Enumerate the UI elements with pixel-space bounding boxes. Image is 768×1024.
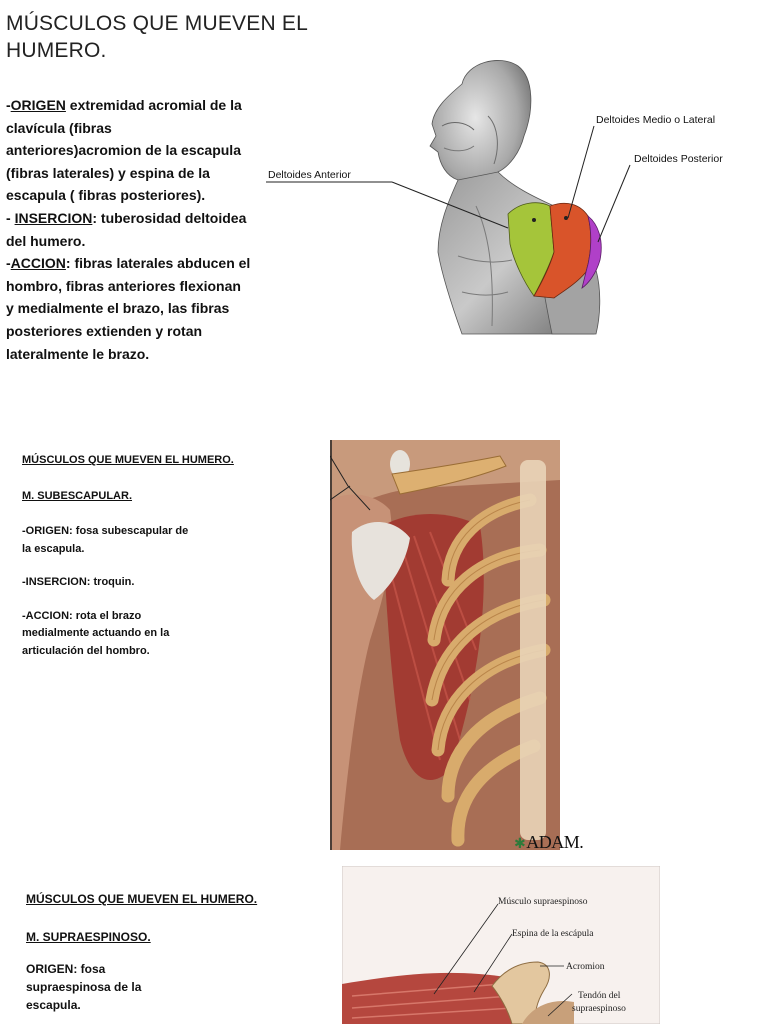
- subescapular-illustration: [330, 440, 560, 850]
- label-musculo-supraespinoso: Músculo supraespinoso: [498, 897, 588, 907]
- origen-text: extremidad acromial de la clavícula (fib…: [6, 97, 242, 204]
- head-shape: [429, 60, 532, 205]
- insercion-paragraph: - INSERCION: tuberosidad deltoidea del h…: [6, 209, 247, 249]
- label-acromion: Acromion: [566, 962, 605, 972]
- deltoid-posterior-shape: [581, 214, 602, 289]
- label-tendon-line1: Tendón del: [578, 991, 621, 1001]
- origen-paragraph: -ORIGEN extremidad acromial de la clavíc…: [6, 97, 242, 204]
- accion-text: : fibras laterales abducen el hombro, fi…: [6, 255, 251, 362]
- deltoid-description: -ORIGEN extremidad acromial de la clavíc…: [6, 94, 251, 365]
- insercion-text: : tuberosidad deltoidea del humero.: [6, 209, 247, 249]
- section2-heading: MÚSCULOS QUE MUEVEN EL HUMERO.: [22, 454, 234, 466]
- tendon-shape: [351, 521, 410, 600]
- origen-keyword: ORIGEN: [10, 97, 66, 113]
- accion-paragraph: -ACCION: fibras laterales abducen el hom…: [6, 255, 251, 362]
- label-deltoides-posterior: Deltoides Posterior: [634, 153, 723, 165]
- label-deltoides-medio: Deltoides Medio o Lateral: [596, 114, 715, 126]
- subescapular-origen: -ORIGEN: fosa subescapular de la escapul…: [22, 525, 189, 555]
- supraespinoso-origen: ORIGEN: fosa supraespinosa de la escapul…: [26, 962, 142, 1012]
- acromion-shape: [491, 961, 550, 1024]
- insercion-keyword: INSERCION: [14, 209, 93, 226]
- deltoid-illustration: Deltoides Anterior Deltoides Medio o Lat…: [266, 60, 723, 335]
- subescapular-description: MÚSCULOS QUE MUEVEN EL HUMERO. M. SUBESC…: [22, 452, 272, 660]
- supraespinoso-title: M. SUPRAESPINOSO.: [26, 930, 151, 944]
- label-deltoides-anterior: Deltoides Anterior: [268, 169, 351, 181]
- accion-keyword: ACCION: [10, 255, 66, 272]
- subescapular-insercion: -INSERCION: troquin.: [22, 576, 135, 588]
- subescapular-title: M. SUBESCAPULAR.: [22, 489, 133, 502]
- supraespinoso-description: MÚSCULOS QUE MUEVEN EL HUMERO. M. SUPRAE…: [26, 890, 306, 1014]
- supraespinoso-illustration: Músculo supraespinoso Espina de la escáp…: [342, 866, 660, 1024]
- adam-logo: ✱ADAM.: [514, 832, 584, 852]
- label-espina-escapula: Espina de la escápula: [512, 929, 594, 939]
- subescapular-accion: -ACCION: rota el brazo medialmente actua…: [22, 609, 170, 657]
- leaf-icon: ✱: [514, 837, 526, 852]
- page-title: MÚSCULOS QUE MUEVEN EL HUMERO.: [6, 12, 308, 62]
- label-tendon-line2: supraespinoso: [572, 1004, 626, 1014]
- section3-heading: MÚSCULOS QUE MUEVEN EL HUMERO.: [26, 892, 258, 906]
